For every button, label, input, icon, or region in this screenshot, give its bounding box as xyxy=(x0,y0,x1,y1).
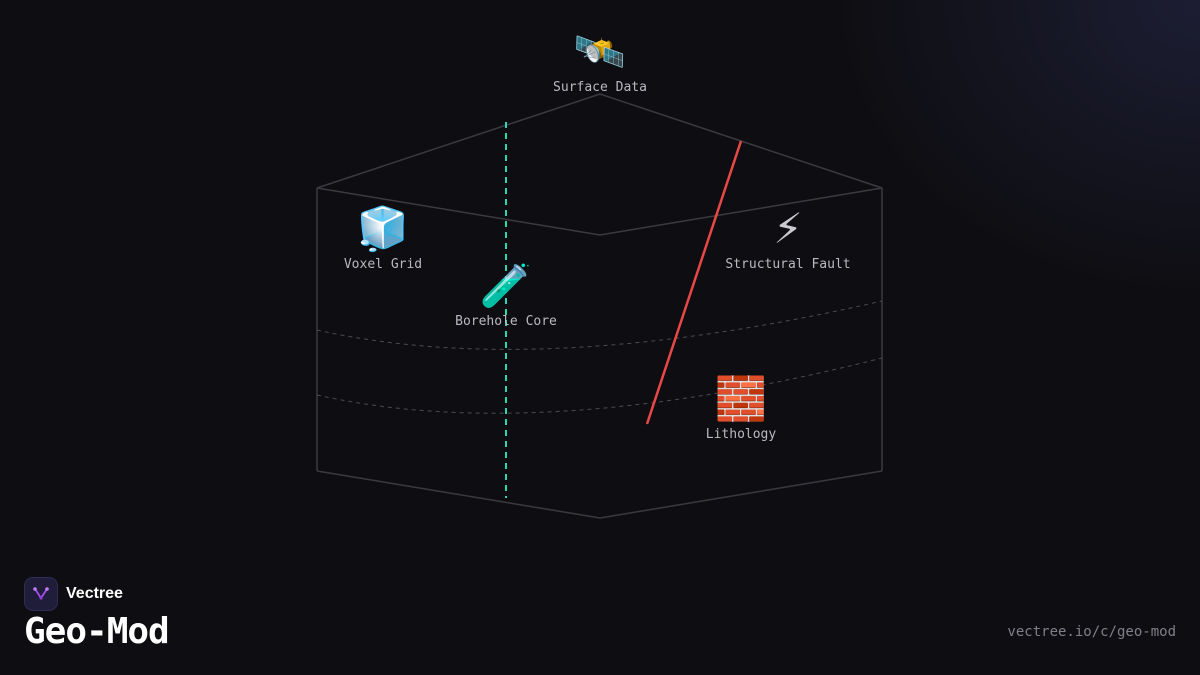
page-title: Geo-Mod xyxy=(24,611,170,652)
node-label: Borehole Core xyxy=(455,314,557,329)
node-voxel-grid: 🧊 Voxel Grid xyxy=(343,204,423,273)
brand-name: Vectree xyxy=(66,585,123,602)
node-label: Voxel Grid xyxy=(343,257,423,272)
node-label: Structural Fault xyxy=(725,257,851,272)
node-borehole-core: 🧪 Borehole Core xyxy=(455,261,557,330)
fault-line xyxy=(645,140,743,425)
node-lithology: 🧱 Lithology xyxy=(705,374,777,443)
brand: Vectree xyxy=(24,577,123,611)
ice-cube-icon: 🧊 xyxy=(356,204,410,253)
node-label: Lithology xyxy=(705,427,777,442)
brick-icon: 🧱 xyxy=(714,374,768,423)
strata-boundary-upper xyxy=(316,300,883,350)
test-tube-icon: 🧪 xyxy=(479,261,533,310)
node-label: Surface Data xyxy=(553,80,647,95)
satellite-icon: 🛰️ xyxy=(573,27,627,76)
page-url[interactable]: vectree.io/c/geo-mod xyxy=(1007,624,1176,640)
vectree-logo-icon xyxy=(24,577,58,611)
block-bottom-edge xyxy=(316,470,883,519)
strata-boundary-lower xyxy=(316,357,883,414)
node-structural-fault: ⚡ Structural Fault xyxy=(725,204,851,273)
lightning-icon: ⚡ xyxy=(773,204,803,253)
node-surface-data: 🛰️ Surface Data xyxy=(553,27,647,96)
